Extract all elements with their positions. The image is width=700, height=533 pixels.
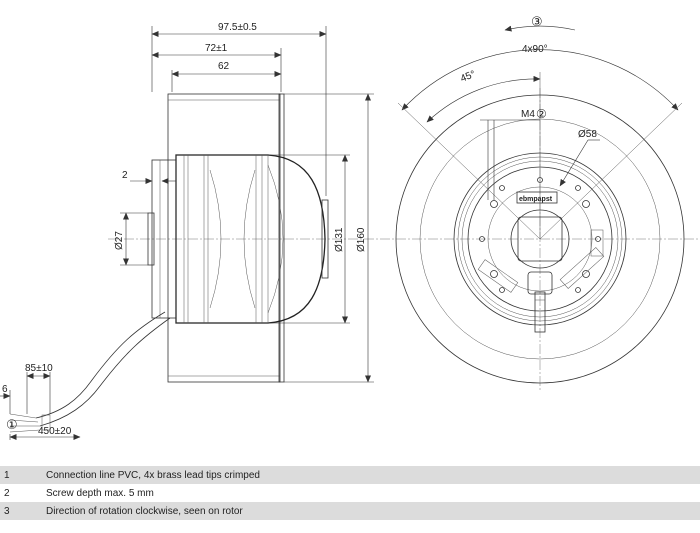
- callout-2: ②: [536, 107, 547, 121]
- legend-row: 1 Connection line PVC, 4x brass lead tip…: [0, 466, 700, 484]
- dim-6: 6: [2, 384, 8, 395]
- back-plate: [278, 93, 285, 383]
- cable-outlet: [527, 271, 553, 295]
- angle-4x90: 4x90°: [522, 44, 548, 55]
- legend-number: 1: [0, 466, 46, 484]
- legend-text: Direction of rotation clockwise, seen on…: [46, 502, 700, 520]
- legend-text: Screw depth max. 5 mm: [46, 484, 700, 502]
- dim-62: 62: [218, 61, 230, 72]
- dim-diameter-131: Ø131: [334, 227, 345, 252]
- motor-housing: [175, 154, 326, 324]
- dim-450: 450±20: [38, 426, 72, 437]
- technical-drawing: 97.5±0.5 72±1 62 2 Ø27 Ø131 Ø160 85±10: [0, 14, 700, 440]
- dim-diameter-27: Ø27: [114, 231, 125, 250]
- dim-85: 85±10: [25, 363, 53, 374]
- callout-1: ①: [6, 417, 18, 432]
- legend-row: 3 Direction of rotation clockwise, seen …: [0, 502, 700, 520]
- dim-2: 2: [122, 170, 128, 181]
- legend-table: 1 Connection line PVC, 4x brass lead tip…: [0, 466, 700, 520]
- thread-m4: M4: [521, 109, 535, 120]
- dim-72: 72±1: [205, 43, 228, 54]
- dim-overall-length: 97.5±0.5: [218, 22, 257, 33]
- callout-3: ③: [531, 14, 543, 29]
- legend-number: 3: [0, 502, 46, 520]
- legend-text: Connection line PVC, 4x brass lead tips …: [46, 466, 700, 484]
- dim-diameter-58: Ø58: [578, 129, 597, 140]
- side-view: 97.5±0.5 72±1 62 2 Ø27 Ø131 Ø160 85±10: [0, 22, 378, 440]
- impeller-outline: [167, 93, 281, 383]
- angle-45: 45°: [459, 69, 477, 85]
- front-view: ebmpapst 4x90° 45° ③ M4 ② Ø58: [380, 14, 700, 392]
- brand-label-box: [516, 191, 558, 204]
- legend-number: 2: [0, 484, 46, 502]
- brand-label: ebmpapst: [519, 196, 553, 203]
- dim-diameter-160: Ø160: [356, 227, 367, 252]
- legend-row: 2 Screw depth max. 5 mm: [0, 484, 700, 502]
